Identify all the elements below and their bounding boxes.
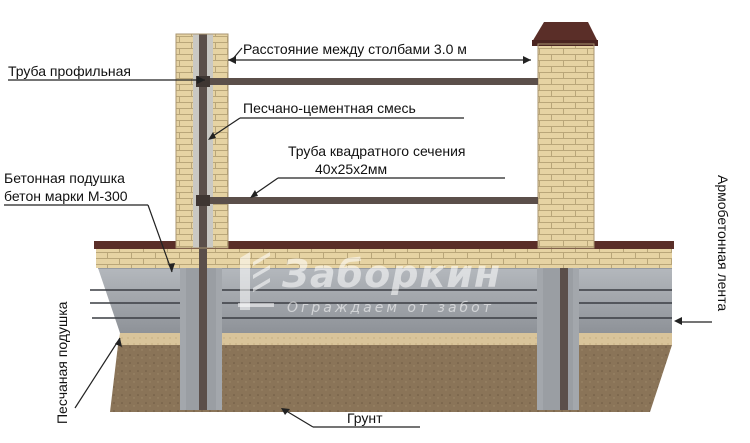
horizontal-pipes <box>196 76 538 206</box>
sand-cushion-layer <box>118 333 672 345</box>
soil-layer <box>110 345 672 412</box>
label-concrete-pad-line1: Бетонная подушка <box>4 170 125 186</box>
label-reinforced-strip: Армобетонная лента <box>715 175 731 312</box>
brick-post-left <box>175 33 229 410</box>
label-profile-pipe: Труба профильная <box>8 63 131 79</box>
label-sand-cement-mix: Песчано-цементная смесь <box>243 100 416 116</box>
watermark-logo-icon <box>238 252 274 310</box>
label-concrete-pad-line2: бетон марки М-300 <box>4 188 128 204</box>
label-post-distance: Расстояние между столбами 3.0 м <box>243 41 467 57</box>
label-soil: Грунт <box>347 410 383 426</box>
watermark-subtitle: Ограждаем от забот <box>287 300 494 316</box>
label-square-pipe-line1: Труба квадратного сечения <box>288 143 466 159</box>
arrow-heads <box>115 56 682 415</box>
concrete-pile-right <box>537 268 579 410</box>
label-square-pipe-line2: 40х25х2мм <box>315 161 388 177</box>
brick-post-right <box>532 22 598 410</box>
leader-lines <box>4 47 712 428</box>
label-sand-cushion: Песчаная подушка <box>54 301 70 424</box>
watermark-title: Заборкин <box>282 252 502 296</box>
